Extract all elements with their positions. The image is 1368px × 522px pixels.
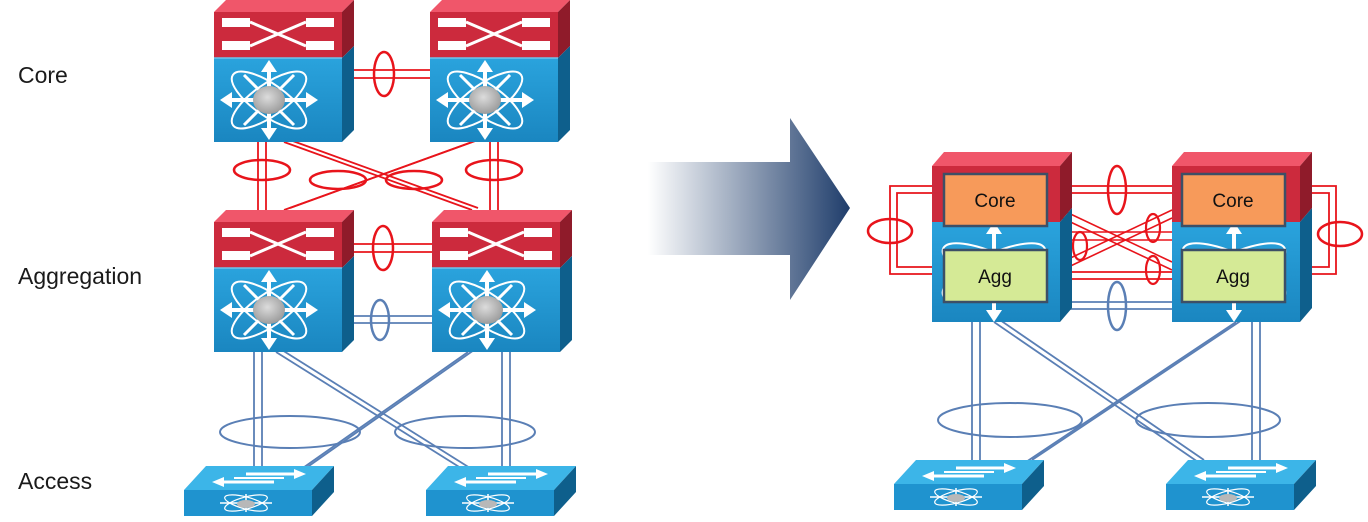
right-cross-ring-2 — [1144, 212, 1162, 244]
tier-label-core: Core — [18, 62, 68, 88]
right-vdc-2-agg-box — [1180, 248, 1287, 304]
transition-arrow-icon — [648, 118, 850, 300]
left-access-ring-1 — [219, 415, 361, 449]
right-access-switch-2 — [1164, 458, 1318, 512]
right-blue-peer-ring — [1106, 280, 1128, 332]
right-cross-ring-1 — [1071, 230, 1089, 262]
right-vdc-switch-1: Core Agg — [932, 152, 1072, 322]
right-side-ring-right — [1316, 220, 1364, 248]
right-side-ring-left — [866, 217, 914, 245]
left-core-portchannel-ring — [372, 50, 396, 98]
left-core-switch-1 — [212, 0, 356, 144]
right-cross-ring-3 — [1144, 254, 1162, 286]
right-access-ring-1 — [937, 402, 1083, 438]
right-access-ring-2 — [1135, 402, 1281, 438]
right-vdc-1-agg-label: Agg — [978, 267, 1012, 288]
right-vdc-1-core-label: Core — [974, 191, 1015, 212]
right-links — [866, 164, 1364, 463]
tier-label-access: Access — [18, 468, 92, 494]
right-vdc-1-core-box — [942, 172, 1049, 228]
right-core-peer-ring — [1106, 164, 1128, 216]
left-core-peer-link — [340, 69, 430, 79]
left-access-ring-2 — [394, 415, 536, 449]
right-access-switch-1 — [892, 458, 1046, 512]
left-agg-red-ring — [371, 224, 395, 272]
left-agg-blue-ring — [369, 298, 391, 342]
left-agg-switch-2 — [430, 208, 574, 354]
left-access-switch-1 — [182, 464, 336, 518]
left-links — [219, 50, 536, 471]
left-core-agg-ring-1 — [232, 158, 292, 182]
right-agg-access-links — [971, 319, 1261, 463]
right-vdc-2-core-box — [1180, 172, 1287, 228]
left-core-agg-links — [257, 139, 499, 211]
left-core-agg-ring-3 — [384, 169, 444, 191]
tier-label-aggregation: Aggregation — [18, 263, 142, 289]
right-vdc-2-agg-label: Agg — [1216, 267, 1250, 288]
left-access-switch-2 — [424, 464, 578, 518]
right-vdc-2-core-label: Core — [1212, 191, 1253, 212]
left-core-switch-2 — [428, 0, 572, 144]
left-agg-access-links — [253, 349, 511, 471]
left-agg-switch-1 — [212, 208, 356, 354]
left-core-agg-ring-4 — [464, 158, 524, 182]
right-vdc-1-agg-box — [942, 248, 1049, 304]
right-vdc-switch-2: Core Agg — [1172, 152, 1312, 322]
left-core-agg-ring-2 — [308, 169, 368, 191]
